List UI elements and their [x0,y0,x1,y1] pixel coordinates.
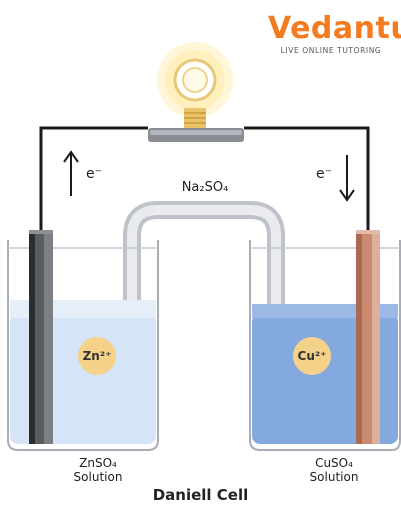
copper-ion-label: Cu²⁺ [297,349,327,363]
salt-bridge [123,201,285,318]
copper-sulfate-label: CuSO₄ Solution [294,456,374,484]
brand-tagline: LIVE ONLINE TUTORING [280,46,382,55]
zinc-ion-label: Zn²⁺ [82,349,112,363]
zinc-electrode [29,230,53,444]
electron-flow-up-arrow [63,150,79,196]
external-circuit-wire [39,126,370,232]
salt-bridge-formula: Na₂SO₄ [181,180,229,195]
zinc-sulfate-label: ZnSO₄ Solution [58,456,138,484]
copper-ion: Cu²⁺ [293,337,331,375]
brand-name: Vedantu [268,11,401,46]
zinc-sulfate-solution-text: Solution [73,470,123,484]
salt-bridge-label: Na₂SO₄ [165,180,245,195]
vedantu-logo: Vedantu LIVE ONLINE TUTORING [268,11,401,56]
copper-sulfate-formula: CuSO₄ [315,456,353,470]
zinc-ion: Zn²⁺ [78,337,116,375]
right-electron-label: e⁻ [316,166,333,182]
copper-sulfate-solution-text: Solution [309,470,359,484]
light-bulb-icon [148,42,244,142]
electron-flow-down-arrow [339,155,355,202]
diagram-title: Daniell Cell [152,486,249,504]
copper-electrode [356,230,380,444]
zinc-sulfate-formula: ZnSO₄ [79,456,117,470]
left-electron-label: e⁻ [86,166,103,182]
